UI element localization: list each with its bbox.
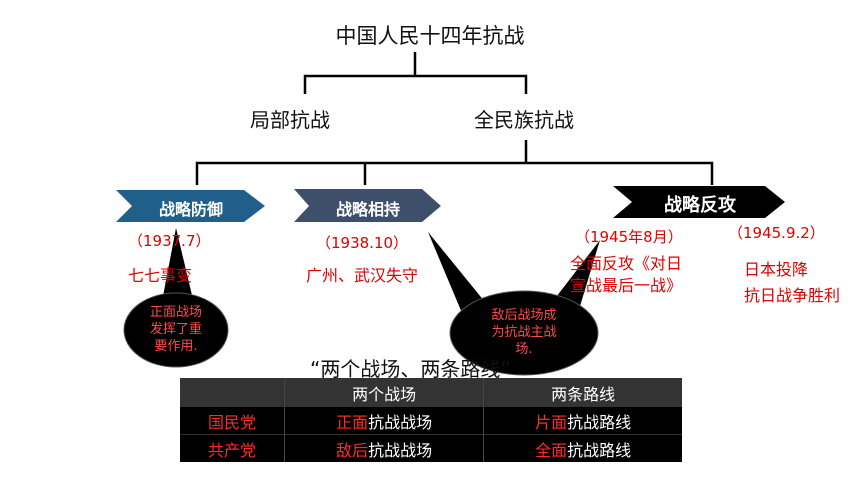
table-row: 共产党 敌后抗战战场 全面抗战路线 — [180, 434, 682, 462]
header-battlefields: 两个战场 — [283, 378, 484, 407]
date-offense: （1945年8月） — [575, 228, 683, 246]
header-empty-cell — [180, 378, 285, 407]
bubble-1-line2: 发挥了重 — [149, 322, 202, 337]
comparison-table: 两个战场 两条路线 国民党 正面抗战战场 片面抗战路线 共产党 敌后抗战战场 全… — [180, 378, 682, 462]
cell-ccp-line: 全面抗战路线 — [483, 434, 682, 462]
cell-kmt-line: 片面抗战路线 — [483, 406, 682, 435]
diagram-title: 中国人民十四年抗战 — [335, 24, 525, 48]
cell-kmt-field: 正面抗战战场 — [283, 406, 484, 435]
event-defense: 七七事变 — [128, 266, 193, 285]
cell-ccp-field-rest: 抗战战场 — [368, 440, 433, 460]
table-caption: “两个战场、两条路线” — [310, 357, 511, 381]
end-line2: 抗日战争胜利 — [744, 286, 841, 305]
bubble-1-line1: 正面战场 — [149, 305, 202, 320]
phase-defense-label: 战略防御 — [158, 200, 223, 219]
phase-offense-label: 战略反攻 — [664, 195, 736, 216]
date-end: （1945.9.2） — [728, 224, 825, 242]
cell-kmt-field-hl: 正面 — [336, 412, 369, 432]
event-offense-line2: 宣战最后一战》 — [570, 276, 683, 295]
cell-ccp-field-hl: 敌后 — [336, 440, 369, 460]
end-line1: 日本投降 — [744, 260, 809, 279]
cell-kmt-line-rest: 抗战路线 — [567, 412, 632, 432]
bubble-2-line1: 敌后战场成 — [491, 308, 557, 323]
table-row: 国民党 正面抗战战场 片面抗战路线 — [180, 406, 682, 435]
date-defense: （1937.7） — [128, 232, 211, 250]
event-stalemate: 广州、武汉失守 — [306, 266, 419, 285]
arrow-defense — [116, 190, 265, 222]
table-header-row: 两个战场 两条路线 — [180, 378, 682, 407]
bubble-body-1 — [123, 292, 229, 368]
bubble-body-2 — [449, 290, 599, 376]
bubble-1-line3: 要作用. — [154, 339, 198, 354]
party-ccp: 共产党 — [180, 434, 285, 462]
cell-ccp-field: 敌后抗战战场 — [283, 434, 484, 462]
arrow-offense — [613, 186, 785, 218]
party-kmt: 国民党 — [180, 406, 285, 435]
cell-kmt-field-rest: 抗战战场 — [368, 412, 433, 432]
cell-ccp-line-rest: 抗战路线 — [567, 440, 632, 460]
stage-local: 局部抗战 — [250, 108, 330, 132]
bubble-2-line2: 为抗战主战 — [491, 325, 557, 340]
date-stalemate: （1938.10） — [316, 234, 409, 252]
arrow-stalemate — [294, 189, 441, 222]
cell-ccp-line-hl: 全面 — [535, 440, 568, 460]
header-lines: 两条路线 — [483, 378, 682, 407]
cell-kmt-line-hl: 片面 — [535, 412, 568, 432]
bubble-2-text: 敌后战场成 为抗战主战 场. — [468, 307, 580, 358]
stage-national: 全民族抗战 — [474, 108, 574, 132]
event-offense-line1: 全面反攻《对日 — [570, 254, 683, 273]
bubble-1-text: 正面战场 发挥了重 要作用. — [128, 304, 224, 355]
bubble-2-line3: 场. — [515, 342, 533, 357]
phase-stalemate-label: 战略相持 — [335, 200, 400, 219]
bubble-tail-1 — [160, 228, 196, 312]
